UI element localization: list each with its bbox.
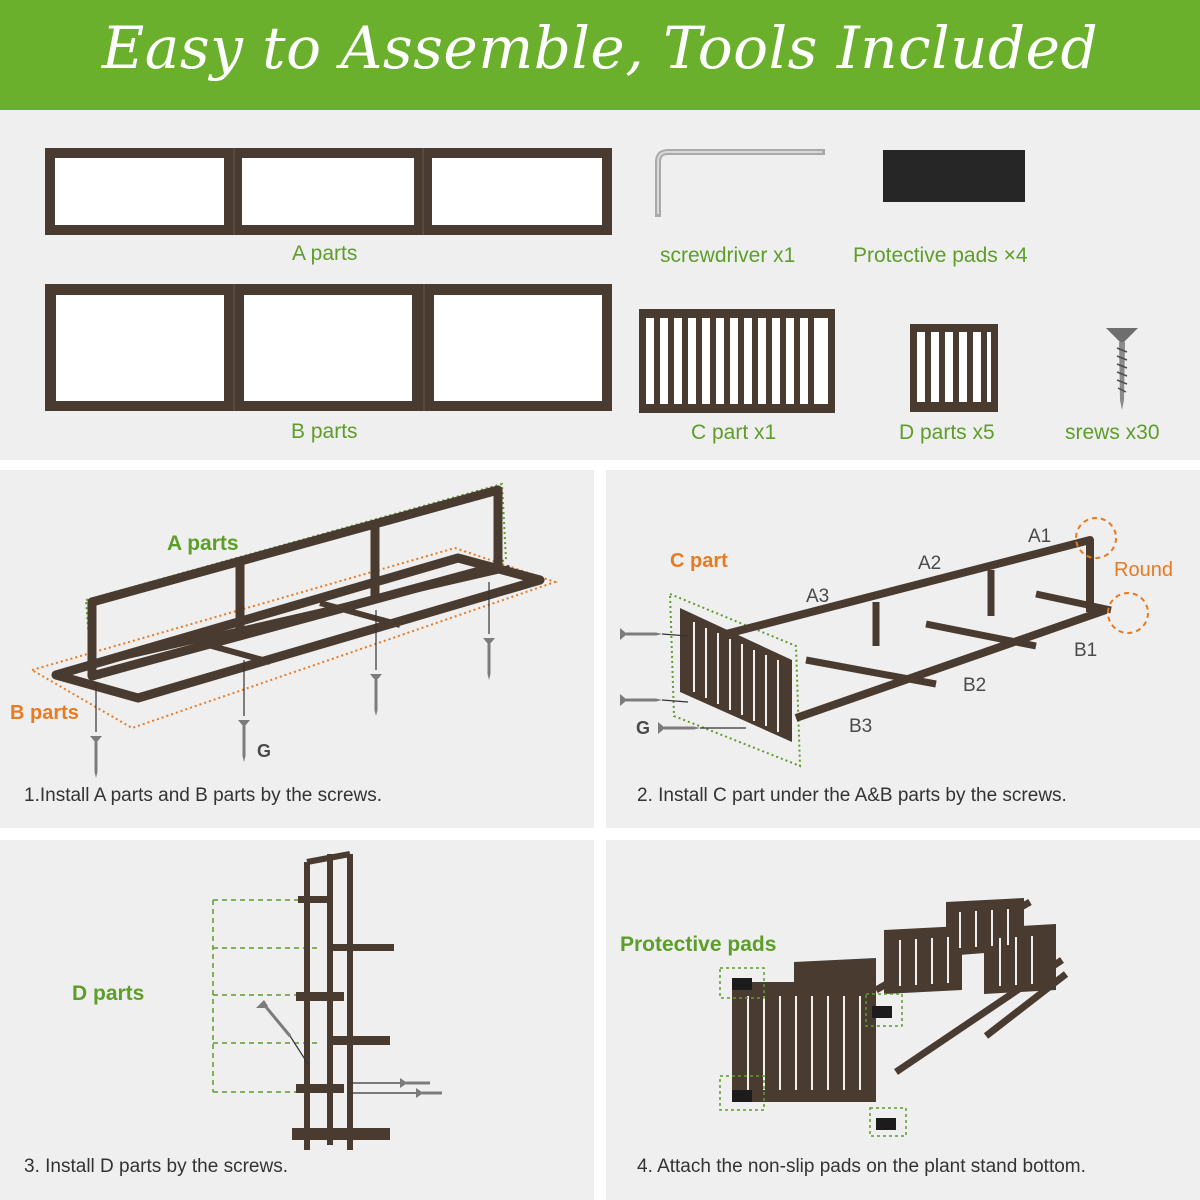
step-3-illustration — [212, 851, 442, 1150]
step-2-a2-label: A2 — [918, 553, 942, 574]
step-1-g-label: G — [257, 741, 272, 761]
step-2-a1-label: A1 — [1028, 526, 1052, 547]
a-parts-label: A parts — [292, 242, 358, 265]
title-banner: Easy to Assemble, Tools Included — [0, 0, 1200, 110]
step-2-b3-label: B3 — [849, 716, 873, 737]
step-1-a-parts-label: A parts — [167, 532, 239, 555]
step-3-d-parts-label: D parts — [72, 982, 145, 1005]
page-title: Easy to Assemble, Tools Included — [101, 14, 1099, 82]
screwdriver-label: screwdriver x1 — [660, 244, 796, 267]
protective-pad-icon — [883, 150, 1025, 202]
screws-label: srews x30 — [1065, 421, 1160, 444]
parts-panel: A parts B parts screwdriver x1 Protectiv… — [0, 110, 1200, 460]
step-2-b1-label: B1 — [1074, 640, 1098, 661]
step-2-round-label: Round — [1114, 559, 1173, 581]
c-part-illustration — [639, 309, 835, 413]
step-2-b2-label: B2 — [963, 675, 987, 696]
protective-pads-label: Protective pads ×4 — [853, 244, 1028, 267]
d-parts-illustration — [910, 324, 998, 412]
c-part-label: C part x1 — [691, 421, 777, 444]
step-4-panel: Protective pads 4. Attach the non-slip p… — [606, 840, 1200, 1200]
step-3-caption: 3. Install D parts by the screws. — [24, 1156, 288, 1177]
step-1-illustration — [29, 482, 559, 778]
a-parts-illustration — [45, 148, 612, 235]
d-parts-label: D parts x5 — [899, 421, 995, 444]
step-2-g-label: G — [636, 718, 651, 738]
step-1-caption: 1.Install A parts and B parts by the scr… — [24, 785, 383, 806]
step-4-protective-pads-label: Protective pads — [620, 933, 777, 956]
step-1-b-parts-label: B parts — [10, 702, 79, 724]
step-4-illustration — [719, 898, 1069, 1137]
step-2-caption: 2. Install C part under the A&B parts by… — [637, 785, 1067, 806]
step-2-c-part-label: C part — [670, 550, 728, 572]
hex-key-icon — [655, 149, 825, 217]
step-2-a3-label: A3 — [806, 586, 830, 607]
step-2-illustration — [620, 517, 1149, 768]
step-3-panel: D parts 3. Install D parts by the screws… — [0, 840, 594, 1200]
step-2-panel: C part A1 A2 A3 B1 B2 B3 G Round 2. Inst… — [606, 470, 1200, 828]
b-parts-label: B parts — [291, 420, 358, 443]
step-4-caption: 4. Attach the non-slip pads on the plant… — [637, 1156, 1086, 1177]
b-parts-illustration — [45, 284, 612, 411]
step-1-panel: A parts B parts G 1.Install A parts and … — [0, 470, 594, 828]
screw-icon — [1106, 328, 1138, 410]
